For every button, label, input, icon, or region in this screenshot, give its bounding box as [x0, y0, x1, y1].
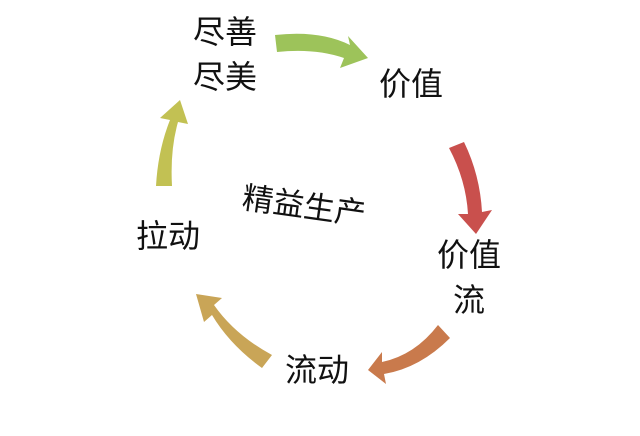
node-perfection-line1: 尽善: [193, 13, 258, 51]
node-perfection-line2: 尽美: [193, 57, 258, 96]
node-pull-line1: 拉动: [136, 217, 201, 255]
node-flow: 流动: [285, 352, 349, 389]
node-value-stream: 价值 流: [437, 237, 501, 319]
arrow-perfection-to-value: [275, 33, 368, 68]
arrow-value-to-value-stream: [449, 142, 492, 234]
node-value-line1: 价值: [379, 65, 444, 103]
node-value-stream-line1: 价值: [437, 236, 502, 274]
node-value-stream-line2: 流: [453, 280, 486, 319]
node-flow-line1: 流动: [285, 351, 350, 389]
node-perfection: 尽善 尽美: [193, 14, 257, 96]
arrow-value-stream-to-flow: [368, 325, 450, 384]
arrow-flow-to-pull: [196, 294, 272, 368]
node-value: 价值: [379, 66, 443, 103]
arrow-pull-to-perfection: [156, 100, 188, 186]
node-pull: 拉动: [136, 218, 200, 255]
